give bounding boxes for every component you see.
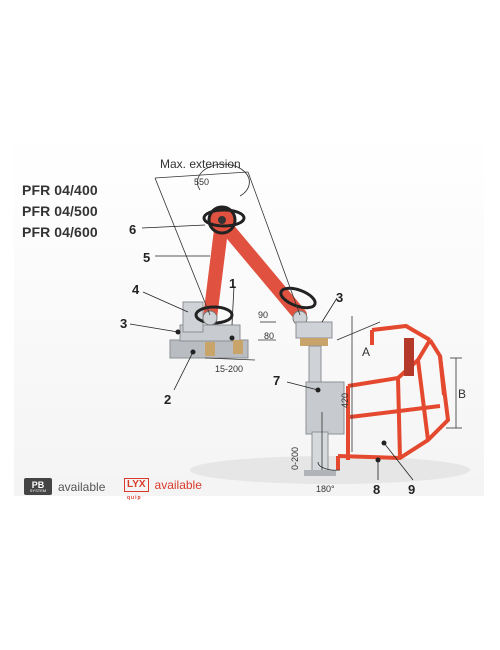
- callout-dot: [375, 457, 381, 463]
- dimension-lines: [154, 163, 462, 471]
- lyx-logo-subtext: quip: [127, 495, 142, 501]
- lyx-availability: LYX quip available: [124, 478, 202, 501]
- model-name: PFR 04/500: [22, 203, 98, 219]
- arm-diagram: Max. extension 550 90 80 15-200 420 0-20…: [120, 157, 470, 496]
- callout-dot: [381, 440, 387, 446]
- dim-0-200: 0-200: [290, 447, 300, 470]
- callout-dot: [315, 387, 321, 393]
- pb-logo-subtext: SYSTEM: [29, 487, 47, 493]
- dim-90: 90: [258, 310, 268, 320]
- rotation-label: 180°: [316, 484, 335, 494]
- dim-80: 80: [264, 331, 274, 341]
- model-name: PFR 04/400: [22, 182, 98, 198]
- pb-availability: PB SYSTEM available: [24, 478, 105, 495]
- callout-dot: [229, 335, 235, 341]
- model-list: PFR 04/400 PFR 04/500 PFR 04/600: [22, 180, 132, 243]
- product-figure: Max. extension 550 90 80 15-200 420 0-20…: [14, 130, 484, 496]
- callout-2: 2: [164, 392, 171, 407]
- pb-system-logo: PB SYSTEM: [24, 478, 52, 495]
- lyx-available-text: available: [154, 478, 202, 492]
- lyx-logo-text: LYX: [127, 479, 146, 490]
- callout-8: 8: [373, 482, 380, 496]
- safety-frame: [336, 323, 451, 470]
- max-extension-label: Max. extension: [160, 157, 241, 171]
- callout-dot: [175, 329, 181, 335]
- wall-bracket: [169, 301, 249, 359]
- vertical-column: [295, 321, 345, 476]
- model-name: PFR 04/600: [22, 224, 98, 240]
- callout-dot: [190, 349, 196, 355]
- callout-7: 7: [273, 373, 280, 388]
- dim-15-200: 15-200: [215, 364, 243, 374]
- callout-9: 9: [408, 482, 415, 496]
- frame-panel: [404, 338, 414, 376]
- callout-5: 5: [143, 250, 150, 265]
- callout-4: 4: [132, 282, 140, 297]
- callout-1: 1: [229, 276, 236, 291]
- dim-a: A: [362, 345, 370, 359]
- pb-logo-text: PB: [31, 479, 45, 490]
- callout-3-right: 3: [336, 290, 343, 305]
- pb-available-text: available: [58, 479, 106, 494]
- extension-value: 550: [194, 177, 209, 187]
- callout-3-left: 3: [120, 316, 127, 331]
- dim-420: 420: [340, 393, 350, 408]
- callout-leaders: [129, 224, 414, 481]
- articulated-arm: [194, 205, 317, 326]
- dim-b: B: [458, 387, 466, 401]
- lyx-logo: LYX quip: [124, 478, 149, 501]
- callout-6: 6: [129, 222, 136, 237]
